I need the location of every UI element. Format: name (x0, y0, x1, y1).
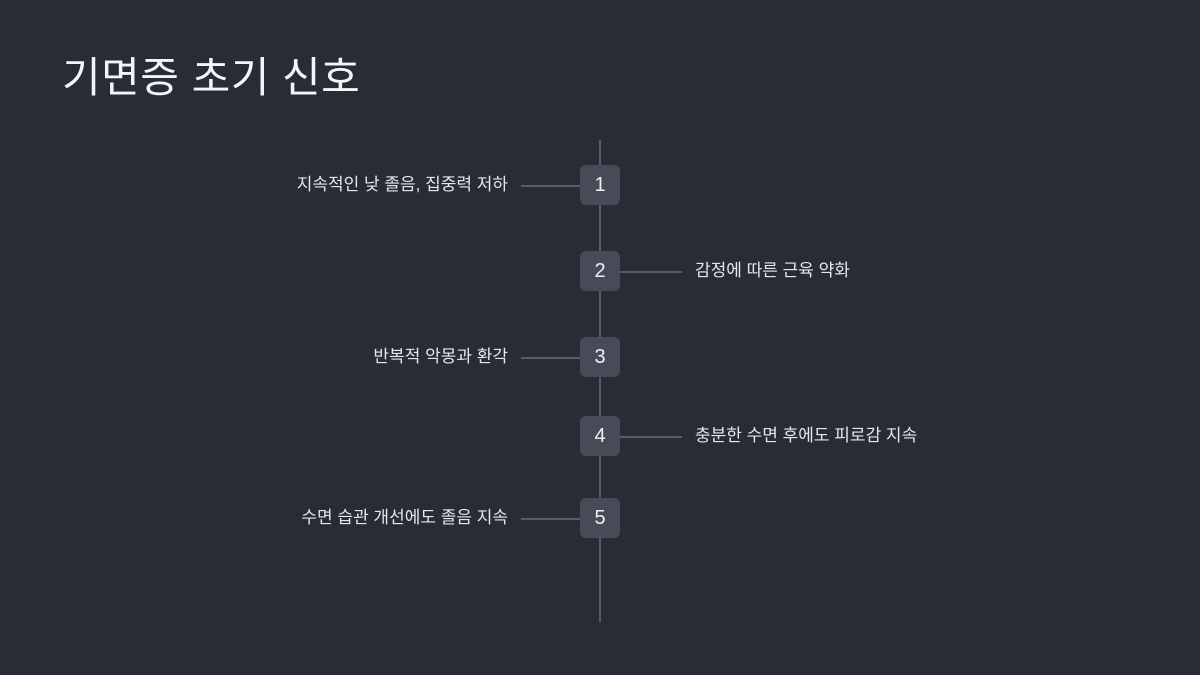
timeline-item-4-connector (620, 436, 682, 438)
timeline-item-2-connector (620, 271, 682, 273)
timeline-item-1[interactable]: 지속적인 낮 졸음, 집중력 저하 1 (0, 165, 1200, 209)
timeline-item-2-label: 감정에 따른 근육 약화 (695, 261, 850, 280)
timeline-item-1-marker[interactable]: 1 (580, 165, 620, 205)
timeline-item-1-number: 1 (594, 174, 606, 196)
timeline-item-1-label: 지속적인 낮 졸음, 집중력 저하 (296, 175, 508, 194)
timeline-item-3-label: 반복적 악몽과 환각 (373, 347, 508, 366)
timeline-item-4-number: 4 (594, 425, 606, 447)
timeline-axis-line (599, 140, 601, 622)
timeline-item-4[interactable]: 4 충분한 수면 후에도 피로감 지속 (0, 416, 1200, 460)
timeline-item-5-connector (521, 518, 580, 520)
timeline-item-2-number: 2 (594, 260, 606, 282)
timeline-item-5-label: 수면 습관 개선에도 졸음 지속 (301, 508, 508, 527)
timeline-item-3-connector (521, 357, 580, 359)
timeline-item-5-marker[interactable]: 5 (580, 498, 620, 538)
timeline-item-5-number: 5 (594, 507, 606, 529)
timeline-item-4-marker[interactable]: 4 (580, 416, 620, 456)
timeline-item-3-number: 3 (594, 346, 606, 368)
page-title: 기면증 초기 신호 (62, 54, 361, 101)
timeline-item-2[interactable]: 2 감정에 따른 근육 약화 (0, 251, 1200, 295)
timeline-item-4-label: 충분한 수면 후에도 피로감 지속 (695, 426, 918, 445)
timeline-item-1-connector (521, 185, 580, 187)
timeline-item-3[interactable]: 반복적 악몽과 환각 3 (0, 337, 1200, 381)
timeline-item-2-marker[interactable]: 2 (580, 251, 620, 291)
timeline-item-5[interactable]: 수면 습관 개선에도 졸음 지속 5 (0, 498, 1200, 542)
timeline-item-3-marker[interactable]: 3 (580, 337, 620, 377)
